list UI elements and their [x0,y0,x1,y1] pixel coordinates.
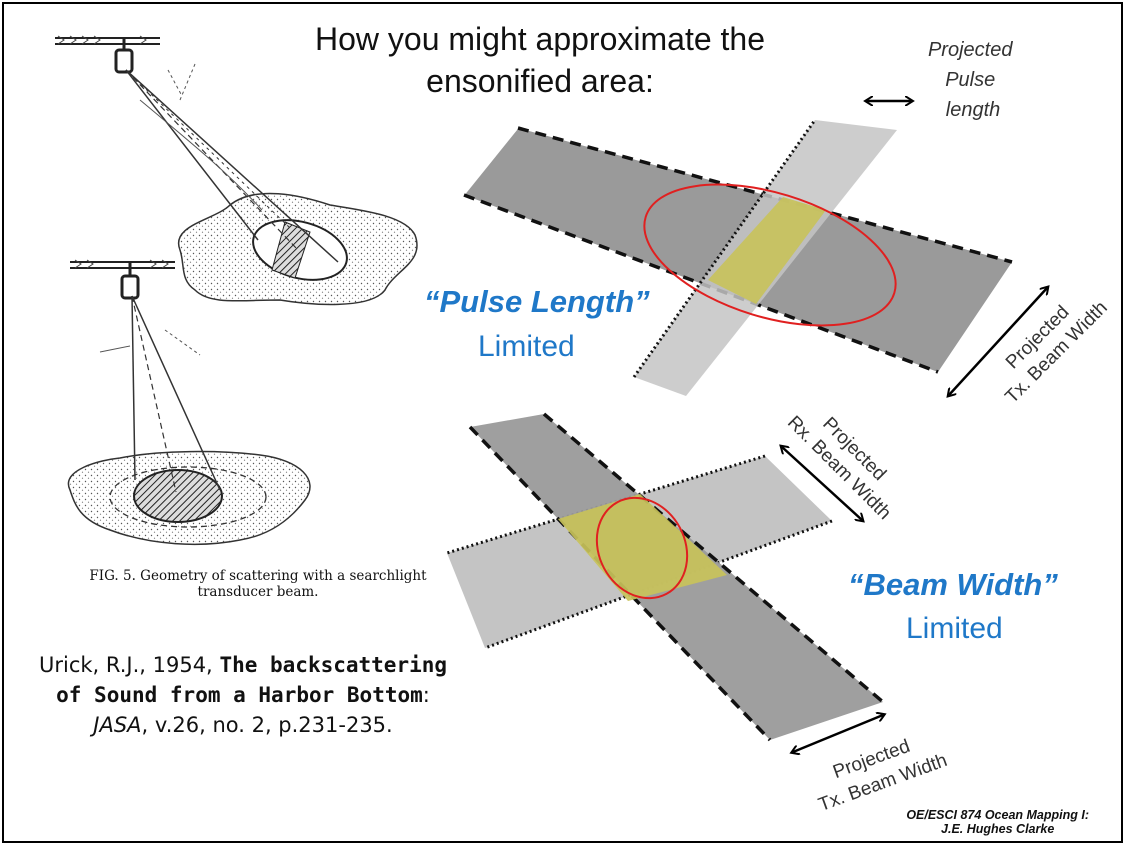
beam-width-heading: “Beam Width” [848,567,1058,602]
beam-footprint-lower [133,469,223,523]
ensonified-ellipse-bottom [595,496,689,600]
urick-sketch-upper [55,35,418,306]
citation-title-2: of Sound from a Harbor Bottom [56,683,423,707]
pulse-length-heading: “Pulse Length” [424,284,650,319]
pulse-limited-label: Limited [478,330,575,363]
citation-colon: : [422,683,430,707]
title-line-1: How you might approximate the [315,21,765,57]
figure-caption: FIG. 5. Geometry of scattering with a se… [89,568,427,600]
transducer-icon [114,48,134,74]
rx-beam-arrow [782,447,862,520]
citation: Urick, R.J., 1954, The backscattering of… [18,650,468,740]
pulse-overlap-top [708,197,826,304]
tx-beam-label-top: Projected Tx. Beam Width [984,280,1111,407]
urick-sketch-lower [67,259,311,546]
tx-beam-arrow-bottom [793,715,883,752]
citation-details: , v.26, no. 2, p.231-235. [141,713,393,737]
citation-author: Urick, R.J., 1954, [38,653,213,677]
pulse-length-label: Projected Pulse length [928,39,1018,121]
slide-title: How you might approximate the ensonified… [250,18,830,102]
course-credit: OE/ESCI 874 Ocean Mapping I: J.E. Hughes… [906,808,1089,836]
tx-beam-arrow-top [949,288,1047,395]
citation-journal: JASA [93,713,142,737]
beam-limited-label: Limited [906,612,1003,645]
citation-title-1: The backscattering [219,653,448,677]
tx-beam-label-bottom: Projected Tx. Beam Width [807,726,950,816]
transducer-icon-lower [120,274,140,300]
beam-limited-diagram: Projected Rx. Beam Width Projected Tx. B… [446,412,950,816]
title-line-2: ensonified area: [426,63,654,99]
ensonified-ellipse-top [643,183,897,327]
